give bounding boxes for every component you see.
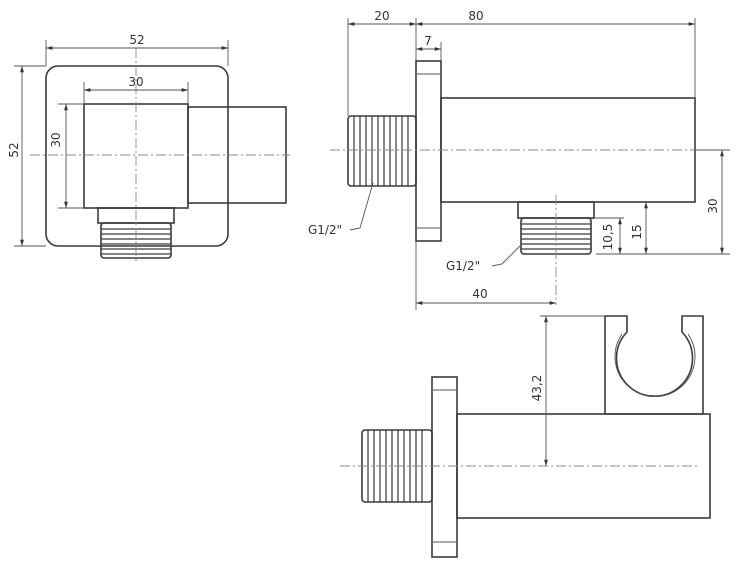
- dim-outlet-offset: 15: [630, 224, 644, 239]
- wall-plate-outline: [45, 65, 229, 247]
- label-inlet-thread: G1/2": [308, 223, 342, 237]
- flange: [431, 376, 458, 558]
- dim-front-height: 52: [7, 142, 21, 157]
- dim-body-height: 30: [49, 132, 63, 147]
- flange: [415, 60, 442, 242]
- dim-body-width: 30: [128, 75, 143, 89]
- dim-front-width: 52: [129, 33, 144, 47]
- dim-holder-height: 43,2: [530, 375, 544, 402]
- dim-flange-thickness: 7: [424, 34, 432, 48]
- dim-body-length: 80: [468, 9, 483, 23]
- side-view: 20 80 7 30 15 10,5 40 G1/2" G1/2": [308, 9, 730, 310]
- label-outlet-thread: G1/2": [446, 259, 480, 273]
- dim-thread-length: 20: [374, 9, 389, 23]
- front-view: 52 30 52 30: [7, 33, 290, 262]
- holder-view: 43,2: [340, 315, 711, 558]
- inlet-thread: [347, 115, 417, 187]
- dim-outlet-position: 40: [472, 287, 487, 301]
- handset-holder-clip: [604, 315, 704, 415]
- dim-side-height: 30: [706, 198, 720, 213]
- dim-outlet-thread: 10,5: [601, 224, 615, 251]
